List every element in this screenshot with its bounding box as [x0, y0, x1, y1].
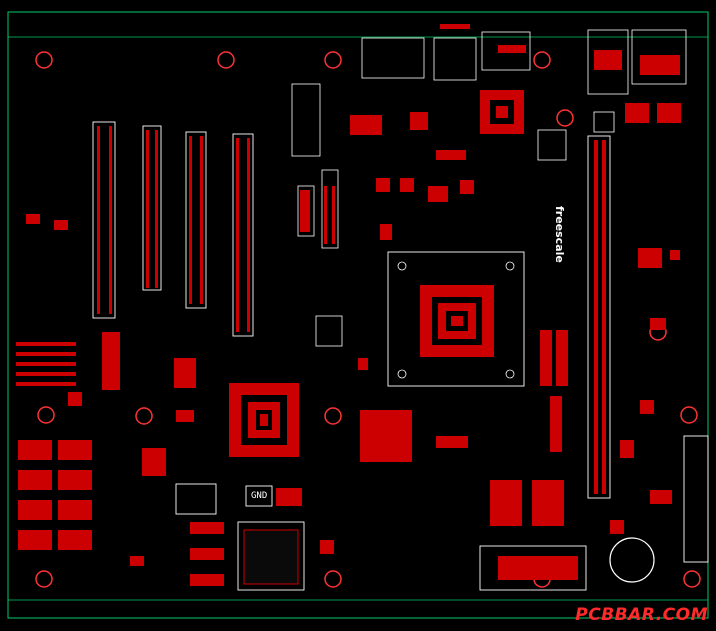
top-connectors	[291, 29, 687, 157]
gnd-label: GND	[251, 491, 268, 501]
top-connector-pads	[350, 24, 681, 135]
brand-mark: freescale	[553, 206, 566, 263]
battery-holder	[609, 537, 655, 583]
right-slot	[587, 135, 611, 499]
center-components	[297, 111, 615, 347]
board-outline	[7, 11, 709, 619]
memory-slots	[92, 121, 254, 337]
left-resistor-array	[16, 342, 76, 386]
watermark-logo: PCBBAR.COM	[575, 605, 708, 625]
left-ics	[18, 332, 196, 550]
qfn-chip	[410, 112, 428, 130]
bottom-chips	[175, 483, 305, 591]
bottom-connector	[479, 545, 587, 591]
bga-chip-left	[229, 383, 299, 457]
bga-chip-center	[360, 410, 412, 462]
slot-pad-strips	[97, 126, 606, 494]
scatter-pads	[26, 150, 680, 566]
bga-chip-top	[480, 90, 524, 134]
right-header	[683, 435, 709, 563]
main-processor	[387, 251, 525, 387]
right-ics	[436, 248, 662, 526]
